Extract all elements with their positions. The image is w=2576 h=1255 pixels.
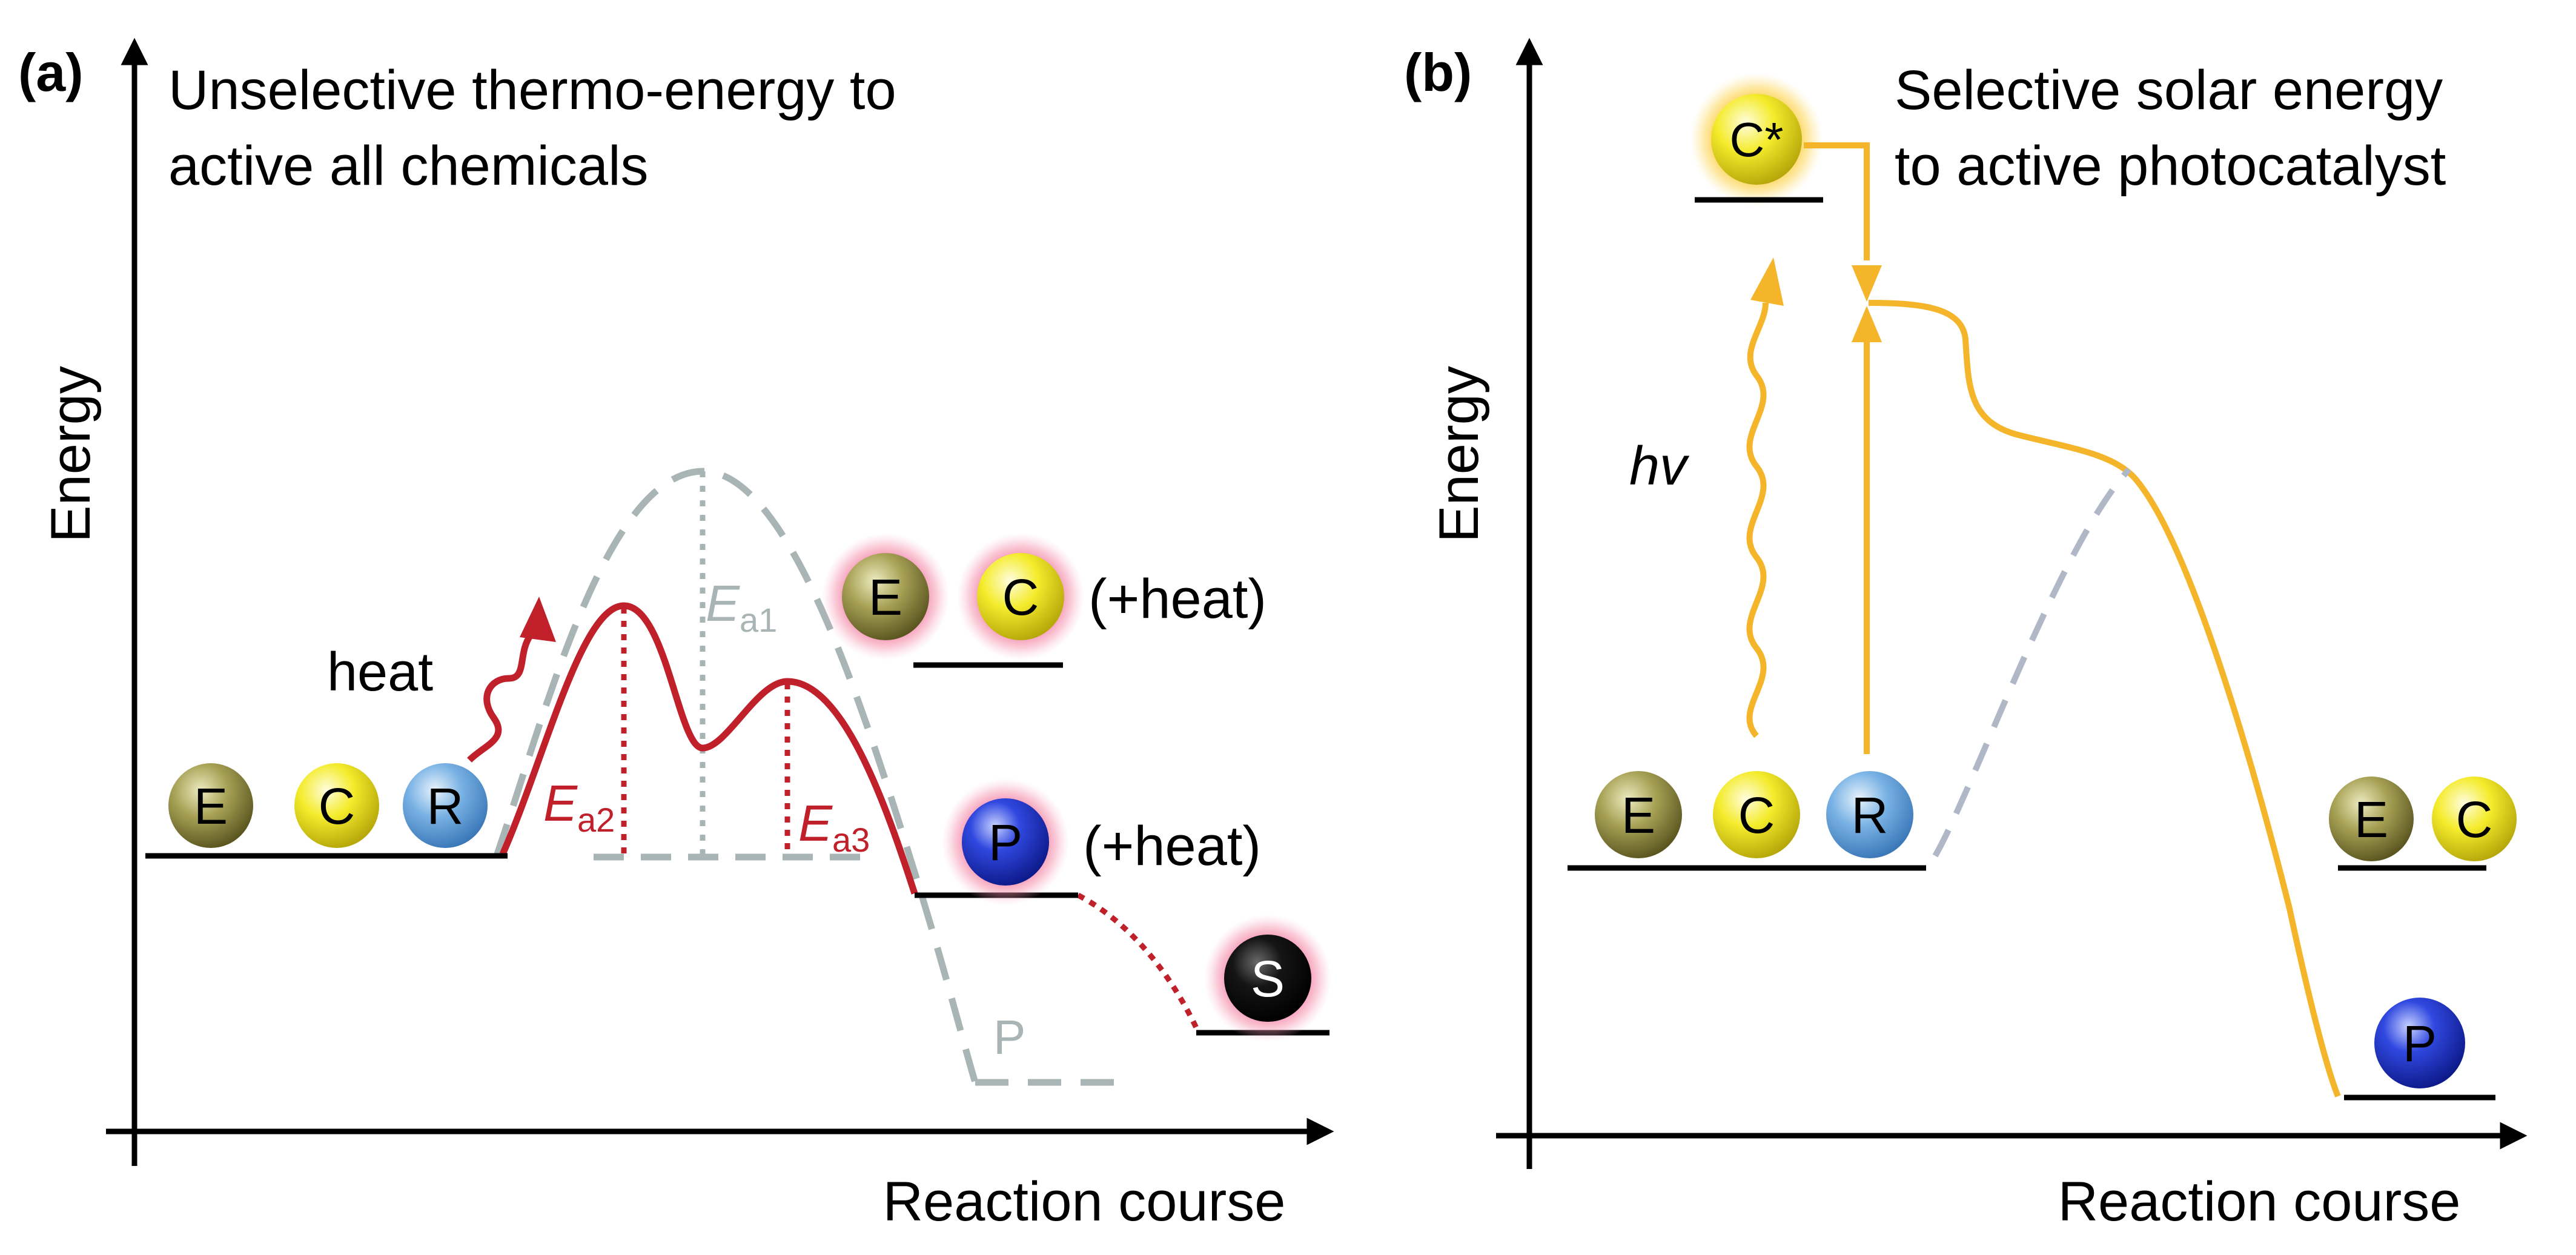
panel-b-y-axis-label: Energy: [1428, 366, 1490, 543]
hv-arrow-head-icon: [1750, 257, 1784, 306]
hv-label: hv: [1629, 436, 1690, 497]
panel-b-label: (b): [1404, 42, 1472, 102]
panel-a-x-axis-label: Reaction course: [883, 1171, 1286, 1233]
p-ghost-label: P: [993, 1010, 1025, 1064]
plus-heat-label-2: (+heat): [1083, 815, 1261, 877]
ea1-label: Ea1: [706, 575, 777, 639]
heat-arrow-head-icon: [520, 597, 556, 642]
dark-barrier-path: [1932, 467, 2131, 858]
svg-text:C: C: [2456, 791, 2493, 848]
uncatalysed-path: [493, 468, 979, 1084]
svg-text:C: C: [1738, 787, 1775, 844]
molecule-e-b: E: [1595, 771, 1682, 858]
svg-text:E: E: [194, 778, 228, 835]
molecule-e-a: E: [168, 763, 253, 848]
panel-b-x-axis-label: Reaction course: [2058, 1171, 2461, 1233]
molecule-s-heated-a: S: [1204, 915, 1331, 1042]
molecule-p-b: P: [2374, 998, 2465, 1088]
molecule-e-heated-a: E: [822, 533, 949, 660]
molecule-r-a: R: [403, 763, 488, 848]
heat-label: heat: [327, 642, 433, 703]
panel-b-title-line1: Selective solar energy: [1895, 59, 2443, 121]
svg-text:E: E: [1621, 787, 1655, 844]
up-arrow-head-icon: [1852, 306, 1882, 342]
svg-text:E: E: [2354, 791, 2388, 848]
molecule-c-b: C: [1713, 771, 1800, 858]
svg-text:S: S: [1251, 950, 1285, 1007]
side-reaction-path: [1076, 893, 1201, 1033]
panel-a: (a) Unselective thermo-energy to active …: [18, 38, 1334, 1233]
molecule-c-regenerated-b: C: [2432, 777, 2517, 861]
panel-a-label: (a): [18, 42, 84, 102]
svg-text:C: C: [1002, 569, 1039, 626]
molecule-r-b: R: [1826, 771, 1913, 858]
molecule-c-a: C: [294, 763, 379, 848]
svg-text:P: P: [2403, 1015, 2437, 1072]
panel-a-y-axis-label: Energy: [40, 366, 102, 543]
svg-text:R: R: [427, 778, 464, 835]
down-arrow-head-icon: [1852, 265, 1882, 302]
photocatalytic-path: [1868, 300, 2341, 1098]
molecule-c-star-b: C*: [1690, 73, 1823, 206]
c-star-to-barrier-path: [1804, 142, 1870, 260]
plus-heat-label-1: (+heat): [1088, 568, 1266, 630]
svg-text:C*: C*: [1730, 113, 1784, 167]
molecule-p-heated-a: P: [942, 778, 1069, 906]
panel-b: (b) Selective solar energy to active pho…: [1404, 38, 2528, 1233]
panel-a-title-line2: active all chemicals: [168, 135, 649, 197]
molecule-e-regenerated-b: E: [2329, 777, 2414, 861]
panel-a-title-line1: Unselective thermo-energy to: [168, 59, 896, 121]
molecule-c-heated-a: C: [957, 533, 1084, 660]
heat-wavy-arrow: [467, 634, 533, 763]
svg-text:C: C: [319, 778, 356, 835]
svg-text:R: R: [1852, 787, 1889, 844]
svg-text:E: E: [869, 569, 902, 626]
hv-wavy-arrow: [1746, 302, 1769, 738]
catalysed-thermal-path: [499, 602, 918, 895]
panel-b-title-line2: to active photocatalyst: [1895, 135, 2446, 197]
ea2-label: Ea2: [543, 775, 615, 839]
ea3-label: Ea3: [798, 795, 870, 859]
svg-text:P: P: [988, 814, 1022, 871]
